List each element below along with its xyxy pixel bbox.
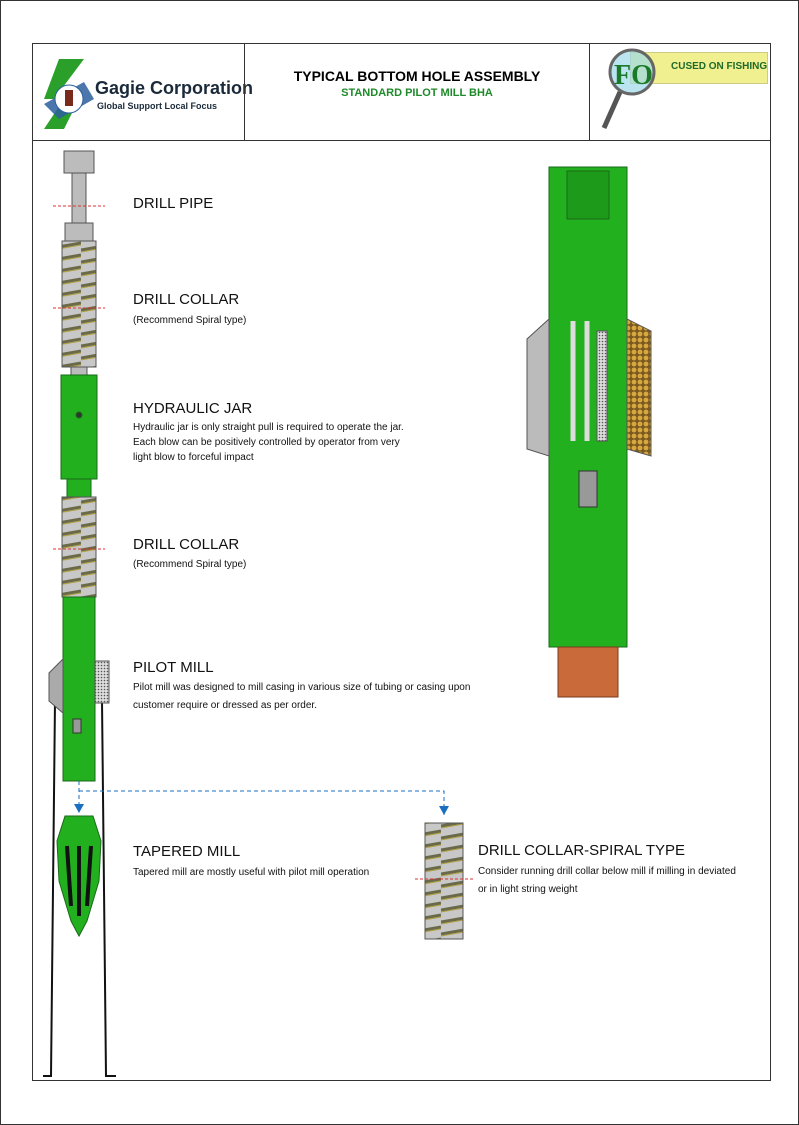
label-drill-collar-1: DRILL COLLAR xyxy=(133,291,240,308)
connection-arrow xyxy=(74,781,449,816)
tapered-mill-graphic xyxy=(56,815,102,938)
label-hydraulic-jar: HYDRAULIC JAR xyxy=(133,400,253,417)
label-drill-pipe: DRILL PIPE xyxy=(133,195,214,212)
pilot-mill-detail-graphic xyxy=(526,166,652,698)
desc-hydraulic-jar: Hydraulic jar is only straight pull is r… xyxy=(133,422,404,463)
drill-collar-graphic-1 xyxy=(53,240,105,376)
badge-text: CUSED ON FISHING xyxy=(671,61,768,72)
badge-cell: CUSED ON FISHING FO xyxy=(589,43,771,141)
badge-letters: FO xyxy=(614,60,653,91)
magnifier-icon: FO xyxy=(601,48,656,130)
hydraulic-jar-graphic xyxy=(60,374,98,498)
desc-pilot-mill: Pilot mill was designed to mill casing i… xyxy=(133,682,471,711)
page-subtitle: STANDARD PILOT MILL BHA xyxy=(341,87,493,99)
company-name: Gagie Corporation xyxy=(95,78,254,98)
desc-drill-collar-2: (Recommend Spiral type) xyxy=(133,559,247,570)
desc-drill-collar-1: (Recommend Spiral type) xyxy=(133,315,247,326)
gagie-logo-icon xyxy=(44,59,94,129)
pilot-mill-graphic xyxy=(48,596,110,782)
spiral-collar-graphic xyxy=(415,822,473,940)
company-tagline: Global Support Local Focus xyxy=(97,101,218,111)
logo-cell: Gagie Corporation Global Support Local F… xyxy=(32,43,253,141)
drill-pipe-graphic xyxy=(53,150,105,242)
label-drill-collar-2: DRILL COLLAR xyxy=(133,536,240,553)
label-spiral-collar: DRILL COLLAR-SPIRAL TYPE xyxy=(478,842,686,859)
page-title: TYPICAL BOTTOM HOLE ASSEMBLY xyxy=(293,68,541,84)
desc-spiral-collar: Consider running drill collar below mill… xyxy=(478,866,736,895)
casing-walls xyxy=(43,700,116,1077)
desc-tapered-mill: Tapered mill are mostly useful with pilo… xyxy=(133,867,370,878)
label-pilot-mill: PILOT MILL xyxy=(133,659,214,676)
drill-collar-graphic-2 xyxy=(53,496,105,598)
title-cell: TYPICAL BOTTOM HOLE ASSEMBLY STANDARD PI… xyxy=(244,43,590,141)
label-tapered-mill: TAPERED MILL xyxy=(133,843,241,860)
